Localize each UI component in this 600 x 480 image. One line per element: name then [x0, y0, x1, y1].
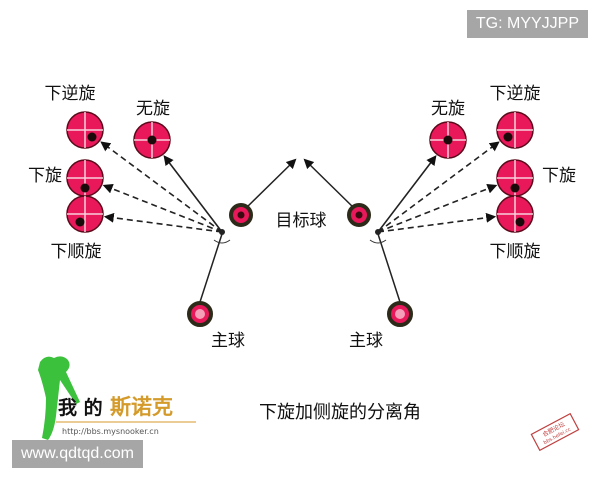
right-spin-dot: [515, 217, 525, 227]
label-back-running-right: 下顺旋: [490, 242, 541, 262]
logo-text-part1: 我 的: [58, 396, 103, 419]
right-path-back: [377, 183, 498, 233]
label-object-ball: 目标球: [276, 211, 327, 231]
right-contact-point: [375, 229, 381, 235]
label-cue-ball-left: 主球: [211, 331, 245, 351]
right-cue-ball-highlight: [395, 309, 405, 319]
left-angle-arc: [213, 239, 231, 244]
right-diagram: [303, 111, 534, 327]
right-spin-dot: [503, 132, 513, 142]
logo: 我 的 斯诺克 http://bbs.mysnooker.cn: [38, 356, 196, 440]
left-spin-dot: [147, 135, 157, 145]
left-object-ball-path: [243, 158, 297, 211]
left-diagram: [66, 111, 297, 327]
right-path-back-reverse: [377, 141, 500, 233]
forum-stamp: 合肥论坛 bbs.hefei.cc: [530, 412, 580, 452]
left-spin-dot: [87, 132, 97, 142]
left-path-back-reverse: [100, 141, 223, 233]
left-contact-point: [219, 229, 225, 235]
logo-text-part2: 斯诺克: [110, 395, 173, 419]
left-spin-dot: [80, 183, 90, 193]
diagram-title: 下旋加侧旋的分离角: [259, 402, 421, 423]
label-back-left: 下旋: [28, 166, 62, 186]
left-spin-dot: [75, 217, 85, 227]
label-back-running-left: 下顺旋: [51, 242, 102, 262]
label-cue-ball-right: 主球: [349, 331, 383, 351]
right-object-ball-center: [355, 211, 363, 219]
label-back-reverse-right: 下逆旋: [490, 84, 541, 104]
label-no-spin-left: 无旋: [136, 99, 170, 119]
right-cue-ball-path: [377, 233, 401, 303]
snooker-player-icon: [38, 356, 80, 440]
right-angle-arc: [369, 239, 387, 244]
right-spin-dot: [510, 183, 520, 193]
right-object-ball-path: [303, 158, 357, 211]
label-back-right: 下旋: [542, 166, 576, 186]
left-cue-ball-path: [199, 233, 223, 303]
right-path-no-spin: [377, 155, 437, 233]
label-back-reverse-left: 下逆旋: [45, 84, 96, 104]
right-spin-dot: [443, 135, 453, 145]
label-no-spin-right: 无旋: [431, 99, 465, 119]
left-path-no-spin: [163, 155, 223, 233]
watermark-telegram: TG: MYYJJPP: [466, 10, 588, 38]
watermark-website: www.qdtqd.com: [12, 440, 143, 468]
left-path-back: [102, 183, 223, 233]
logo-url: http://bbs.mysnooker.cn: [62, 427, 159, 436]
left-object-ball-center: [237, 211, 245, 219]
left-cue-ball-highlight: [195, 309, 205, 319]
